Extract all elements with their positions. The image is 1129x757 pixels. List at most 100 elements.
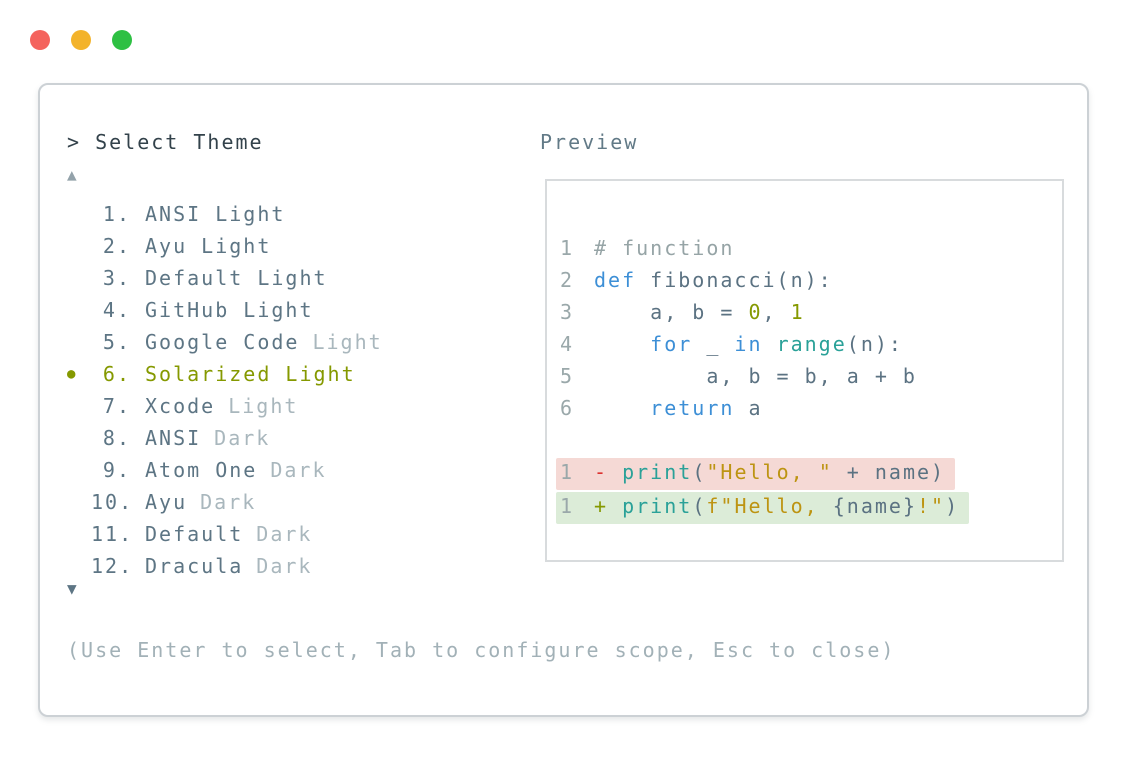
theme-item-number: 9. xyxy=(102,458,131,482)
theme-item-number: 4. xyxy=(102,298,131,322)
theme-picker-window: > Select Theme ▲ 1. ANSI Light 2. Ayu Light… xyxy=(38,83,1089,717)
zoom-button[interactable] xyxy=(112,30,132,50)
theme-item-name: Default xyxy=(145,522,244,546)
code-token: fibonacci(n): xyxy=(636,268,833,292)
code-token: a, b = xyxy=(594,300,749,324)
code-line xyxy=(560,424,594,456)
theme-item-number: 6. xyxy=(102,362,131,386)
code-token: # function xyxy=(594,236,735,260)
selected-indicator-icon xyxy=(67,422,91,454)
theme-list: 1. ANSI Light 2. Ayu Light 3. Default Light 4.… xyxy=(67,198,383,582)
code-token: print xyxy=(622,494,693,518)
line-number: 1 xyxy=(560,494,575,518)
close-button[interactable] xyxy=(30,30,50,50)
theme-item[interactable]: 7. Xcode Light xyxy=(67,390,383,422)
code-line: 3 a, b = 0, 1 xyxy=(560,296,805,328)
line-number: 3 xyxy=(560,300,575,324)
theme-item-name: Solarized Light xyxy=(145,362,356,386)
theme-item[interactable]: 12. Dracula Dark xyxy=(67,550,383,582)
code-token: range xyxy=(776,332,847,356)
theme-item-variant: Dark xyxy=(200,490,257,514)
theme-item-number: 10. xyxy=(91,490,134,514)
selected-indicator-icon xyxy=(67,550,91,582)
theme-item-variant: Light xyxy=(228,394,299,418)
picker-title: > Select Theme xyxy=(67,130,264,154)
help-text: (Use Enter to select, Tab to configure s… xyxy=(67,638,896,662)
theme-item[interactable]: 2. Ayu Light xyxy=(67,230,383,262)
code-token: a, b = b, a + b xyxy=(594,364,917,388)
code-token: 0 xyxy=(748,300,763,324)
theme-item[interactable]: 1. ANSI Light xyxy=(67,198,383,230)
selected-indicator-icon xyxy=(67,294,91,326)
code-token: 1 xyxy=(790,300,805,324)
code-token: _ xyxy=(692,332,735,356)
theme-item-number: 8. xyxy=(102,426,131,450)
scroll-down-icon[interactable]: ▼ xyxy=(67,579,79,598)
scroll-up-icon[interactable]: ▲ xyxy=(67,165,79,184)
theme-item[interactable]: 4.GitHub Light xyxy=(67,294,383,326)
code-token: def xyxy=(594,268,637,292)
line-number: 2 xyxy=(560,268,575,292)
theme-item-number: 12. xyxy=(91,554,134,578)
code-token xyxy=(763,332,777,356)
theme-item-number: 5. xyxy=(102,330,131,354)
line-number: 1 xyxy=(560,460,575,484)
code-line: 5 a, b = b, a + b xyxy=(560,360,917,392)
code-line: 6 return a xyxy=(560,392,763,424)
theme-item-number: 1. xyxy=(102,202,131,226)
code-token: "Hello, " xyxy=(706,460,833,484)
theme-item-name: Google Code xyxy=(145,330,300,354)
theme-item-name: Xcode xyxy=(145,394,216,418)
theme-item-variant: Dark xyxy=(256,522,313,546)
theme-item-name: Ayu Light xyxy=(145,234,272,258)
theme-item-name: Default Light xyxy=(145,266,328,290)
theme-item-number: 11. xyxy=(91,522,134,546)
code-token: a xyxy=(734,396,763,420)
line-number: 1 xyxy=(560,236,575,260)
code-token: in xyxy=(734,332,763,356)
theme-item-name: Atom One xyxy=(145,458,258,482)
code-token: (n): xyxy=(846,332,903,356)
code-preview: 1 # function 2 def fibonacci(n): 3 a, b = 0,… xyxy=(545,179,1064,562)
theme-item[interactable]: 11. Default Dark xyxy=(67,518,383,550)
code-line-diff-added: 1+ print(f"Hello, {name}!") xyxy=(556,492,970,524)
code-token: print xyxy=(622,460,693,484)
code-token: ( xyxy=(692,494,707,518)
theme-item-number: 3. xyxy=(102,266,131,290)
selected-indicator-icon xyxy=(67,230,91,262)
code-line: 4 for _ in range(n): xyxy=(560,328,903,360)
selected-indicator-icon xyxy=(67,518,91,550)
theme-item-variant: Dark xyxy=(270,458,327,482)
theme-item[interactable]: 3. Default Light xyxy=(67,262,383,294)
code-token: - xyxy=(594,460,623,484)
theme-item-name: ANSI xyxy=(145,426,202,450)
selected-indicator-icon xyxy=(67,326,91,358)
code-token: for xyxy=(650,332,693,356)
theme-item-number: 2. xyxy=(102,234,131,258)
theme-item-variant: Dark xyxy=(214,426,271,450)
theme-item[interactable]: 8. ANSI Dark xyxy=(67,422,383,454)
preview-label: Preview xyxy=(540,130,639,154)
code-token: f"Hello, xyxy=(706,494,833,518)
selected-indicator-icon xyxy=(67,454,91,486)
code-token: !" xyxy=(916,494,946,518)
selected-indicator-icon: ● xyxy=(67,366,78,382)
window-controls xyxy=(30,30,132,50)
code-line: 1 # function xyxy=(560,232,734,264)
minimize-button[interactable] xyxy=(71,30,91,50)
theme-item[interactable]: ● 6. Solarized Light xyxy=(67,358,383,390)
code-token: ) xyxy=(945,494,960,518)
code-token: {name} xyxy=(832,494,917,518)
line-number: 5 xyxy=(560,364,575,388)
selected-indicator-icon xyxy=(67,486,91,518)
theme-item-number: 7. xyxy=(102,394,131,418)
theme-item[interactable]: 9. Atom One Dark xyxy=(67,454,383,486)
theme-item-variant: Dark xyxy=(256,554,313,578)
theme-item-name: Dracula xyxy=(145,554,244,578)
theme-item-name: ANSI Light xyxy=(145,202,286,226)
line-number: 6 xyxy=(560,396,575,420)
code-token: ( xyxy=(692,460,707,484)
selected-indicator-icon xyxy=(67,390,91,422)
